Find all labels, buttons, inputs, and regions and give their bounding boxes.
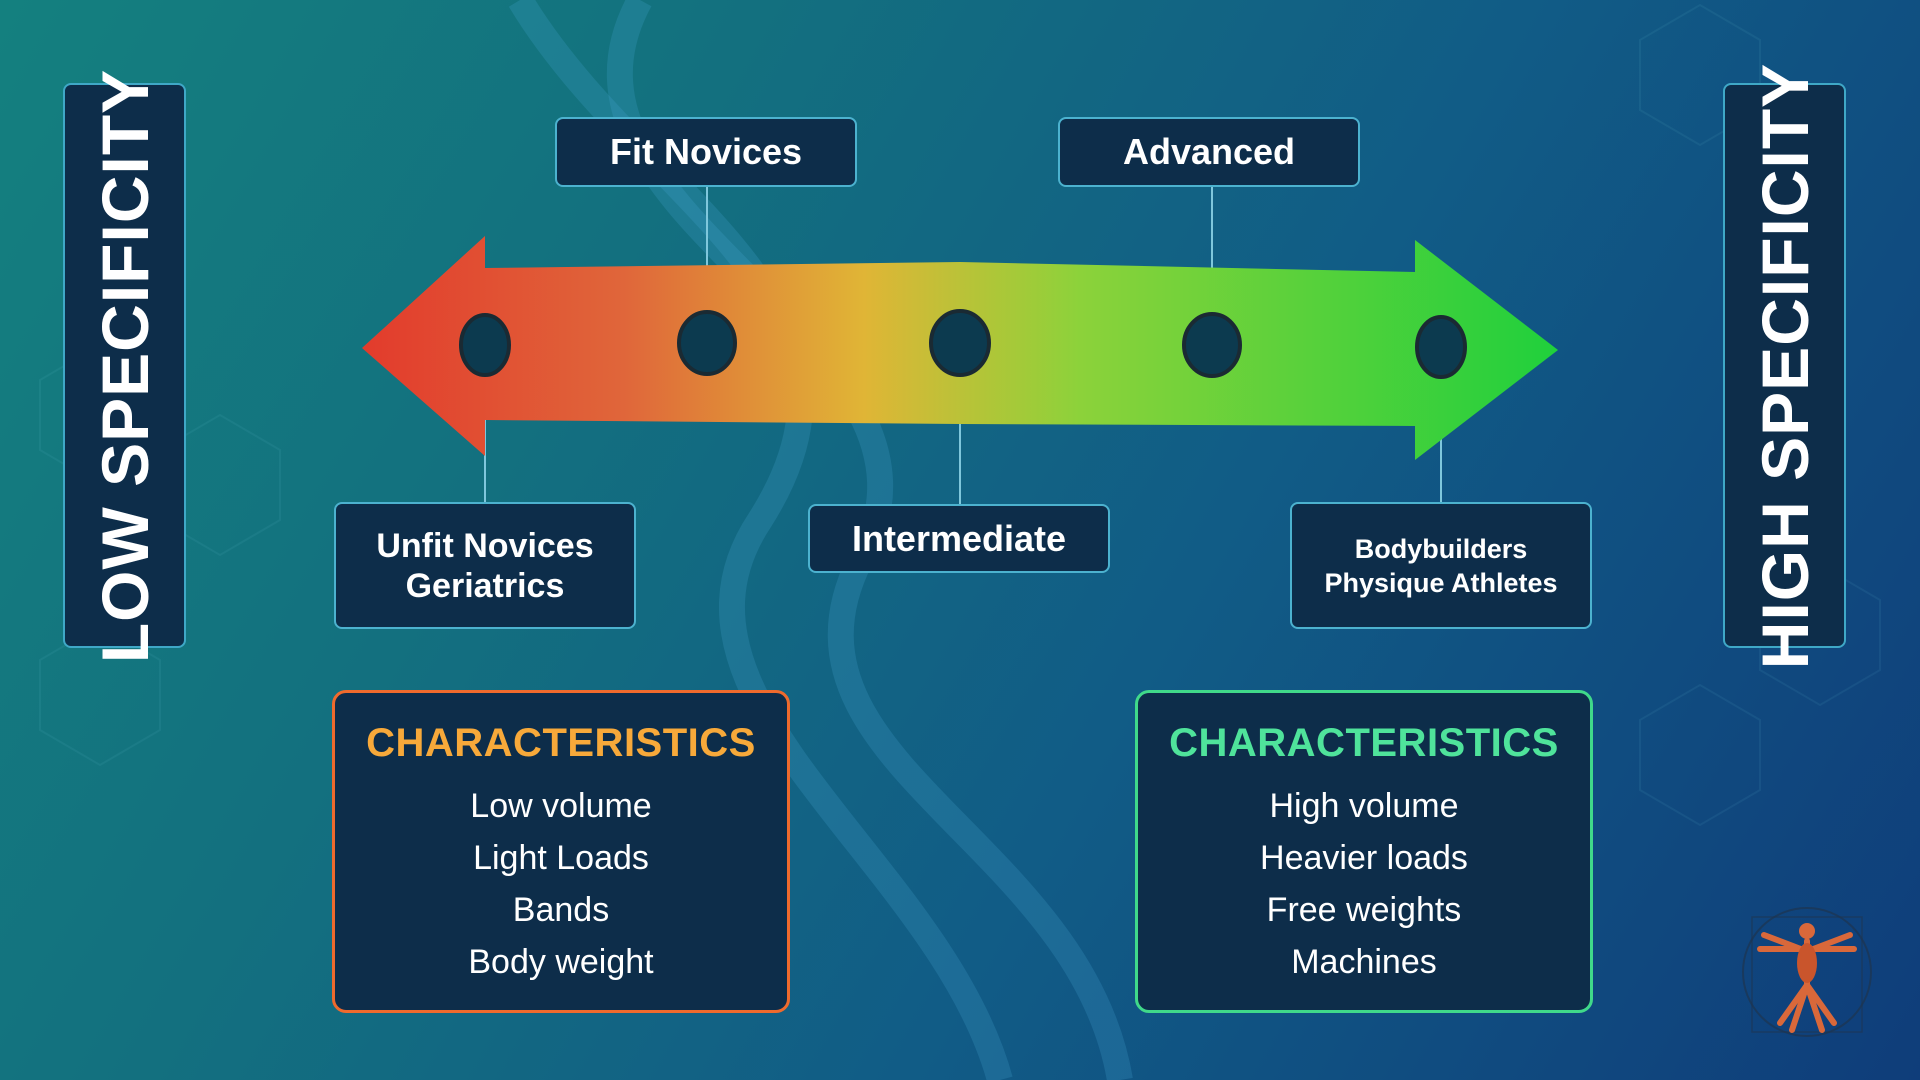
characteristics-title: CHARACTERISTICS	[1169, 721, 1559, 765]
vitruvian-man-anatomy-icon	[1742, 907, 1872, 1037]
characteristics-title: CHARACTERISTICS	[366, 721, 756, 765]
stage-label-line-2: Geriatrics	[405, 566, 565, 605]
stage-label-line-2: Physique Athletes	[1324, 567, 1558, 598]
stage-label: Fit Novices	[609, 131, 803, 172]
stage-fit-novices: Fit Novices	[555, 117, 857, 187]
list-item: Light Loads	[473, 839, 649, 877]
arrow-holes	[459, 309, 1467, 379]
list-item: Heavier loads	[1260, 839, 1468, 877]
high-characteristics-box: CHARACTERISTICS High volume Heavier load…	[1135, 690, 1593, 1013]
stage-label: Intermediate	[851, 517, 1067, 559]
stage-label-line-1: Unfit Novices	[376, 526, 594, 565]
characteristics-list: Low volume Light Loads Bands Body weight	[335, 780, 787, 988]
list-item: High volume	[1269, 787, 1459, 825]
list-item: Free weights	[1266, 891, 1462, 929]
characteristics-list: High volume Heavier loads Free weights M…	[1138, 780, 1590, 988]
stage-intermediate: Intermediate	[808, 504, 1110, 573]
list-item: Body weight	[468, 943, 654, 981]
high-specificity-label: HIGH SPECIFICITY	[1723, 62, 1846, 669]
low-characteristics-box: CHARACTERISTICS Low volume Light Loads B…	[332, 690, 790, 1013]
stage-bodybuilders: Bodybuilders Physique Athletes	[1290, 502, 1592, 629]
stage-advanced: Advanced	[1058, 117, 1360, 187]
stage-label-line-1: Bodybuilders	[1354, 533, 1528, 564]
list-item: Bands	[512, 891, 610, 929]
list-item: Low volume	[470, 787, 652, 825]
stage-label: Advanced	[1122, 131, 1296, 172]
low-specificity-label: LOW SPECIFICITY	[63, 68, 186, 663]
stage-unfit-novices: Unfit Novices Geriatrics	[334, 502, 636, 629]
list-item: Machines	[1291, 943, 1437, 981]
